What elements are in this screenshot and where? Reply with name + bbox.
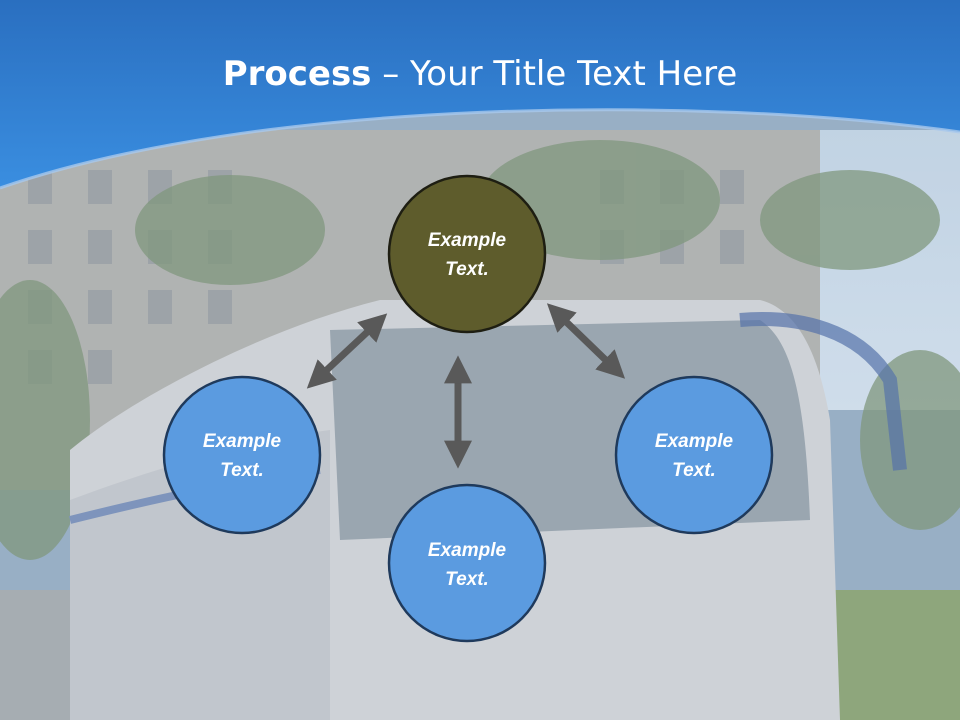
node-left: Example Text. [162,375,322,535]
header-band [0,0,960,188]
node-right-line1: Example [655,431,734,452]
slide-title-bold: Process [222,54,372,94]
node-bottom: Example Text. [387,483,547,643]
connector-top-left [306,313,388,389]
node-right-line2: Text. [672,460,716,481]
node-right: Example Text. [614,375,774,535]
node-top-line2: Text. [445,259,489,280]
connector-top-right [546,303,626,379]
node-left-line2: Text. [220,460,264,481]
slide-title: Process – Your Title Text Here [0,52,960,96]
slide-title-rest: – Your Title Text Here [371,54,738,94]
node-left-line1: Example [203,431,282,452]
node-top: Example Text. [387,174,547,334]
connectors [306,303,626,469]
node-bottom-line1: Example [428,540,507,561]
node-bottom-line2: Text. [445,569,489,590]
node-top-line1: Example [428,230,507,251]
header-highlight [0,108,960,190]
